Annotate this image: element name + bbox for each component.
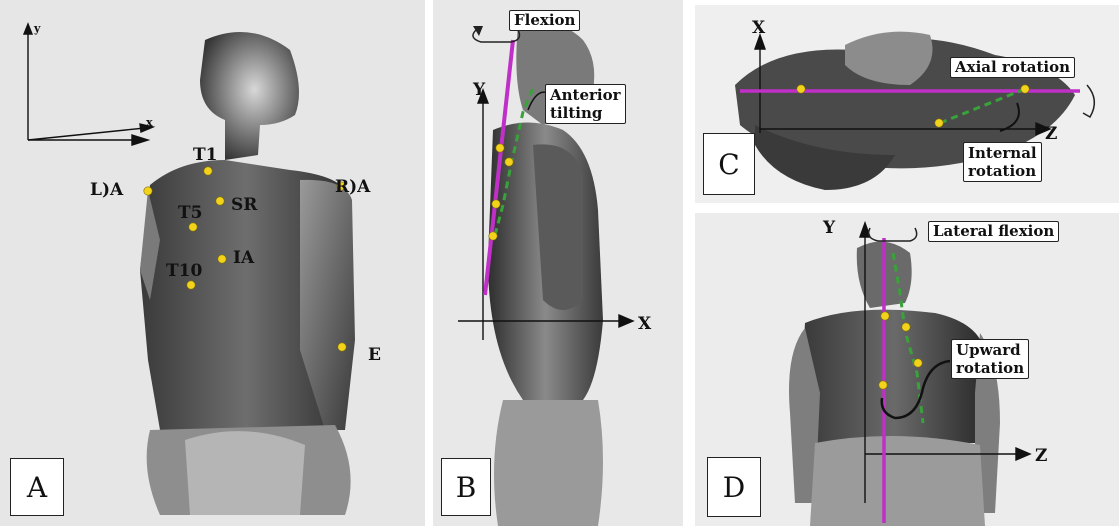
panel-b: Y X Flexion Anterior tilting B (433, 0, 683, 526)
label-t10: T10 (166, 261, 202, 281)
anterior-tilting-line1: Anterior (550, 86, 621, 104)
axial-rotation-callout: Axial rotation (950, 57, 1075, 78)
y-axis-label: y (33, 22, 41, 35)
panel-a-figure: y x T1 L)A R)A T5 SR IA T10 E (0, 0, 425, 526)
panel-letter-d: D (707, 457, 761, 517)
label-ra: R)A (335, 177, 371, 197)
panel-letter-b: B (441, 458, 491, 516)
marker-la (144, 187, 152, 195)
marker-ia (218, 255, 226, 263)
anterior-tilting-line2: tilting (550, 104, 621, 122)
head-shape (200, 32, 299, 160)
marker-t10 (187, 281, 195, 289)
z-axis-label: Z (1045, 124, 1057, 144)
panel-letter-a: A (10, 458, 64, 516)
anterior-tilting-callout: Anterior tilting (545, 84, 626, 124)
upward-rotation-line2: rotation (956, 359, 1024, 377)
label-la: L)A (90, 180, 124, 200)
label-e: E (368, 345, 381, 365)
upward-rotation-callout: Upward rotation (951, 339, 1029, 379)
flexion-callout: Flexion (509, 10, 580, 31)
lateral-flexion-callout: Lateral flexion (928, 221, 1059, 242)
label-ia: IA (233, 248, 255, 268)
axial-rotation-arrow (1083, 85, 1094, 117)
label-sr: SR (231, 195, 258, 215)
label-t1: T1 (193, 145, 217, 165)
marker-sr (216, 197, 224, 205)
panel-letter-c: C (703, 133, 755, 195)
x-axis-label: X (638, 314, 652, 334)
marker-t1 (204, 167, 212, 175)
panel-b-figure: Y X (433, 0, 683, 526)
panel-c-figure: X Z (695, 5, 1119, 203)
x-axis-label: x (146, 116, 153, 129)
internal-rotation-callout: Internal rotation (963, 142, 1042, 182)
coordinate-axes (24, 24, 153, 145)
panel-c: X Z Axial rotation Internal rotation C (695, 5, 1119, 203)
marker-t5 (189, 223, 197, 231)
panel-d: Y Z Lateral flexion Upward rotation D (695, 213, 1119, 526)
hips-shape (810, 436, 985, 526)
y-axis-label: Y (472, 80, 486, 100)
y-axis-label: Y (822, 218, 836, 238)
z-axis-label: Z (1035, 446, 1047, 466)
label-t5: T5 (178, 203, 202, 223)
marker-e (338, 343, 346, 351)
legs-shape (494, 400, 603, 526)
panel-a: y x T1 L)A R)A T5 SR IA T10 E A (0, 0, 425, 526)
x-axis-label: X (752, 18, 766, 38)
upward-rotation-line1: Upward (956, 341, 1024, 359)
internal-rotation-line2: rotation (968, 162, 1037, 180)
internal-rotation-line1: Internal (968, 144, 1037, 162)
lateral-flexion-arrow (869, 228, 917, 241)
